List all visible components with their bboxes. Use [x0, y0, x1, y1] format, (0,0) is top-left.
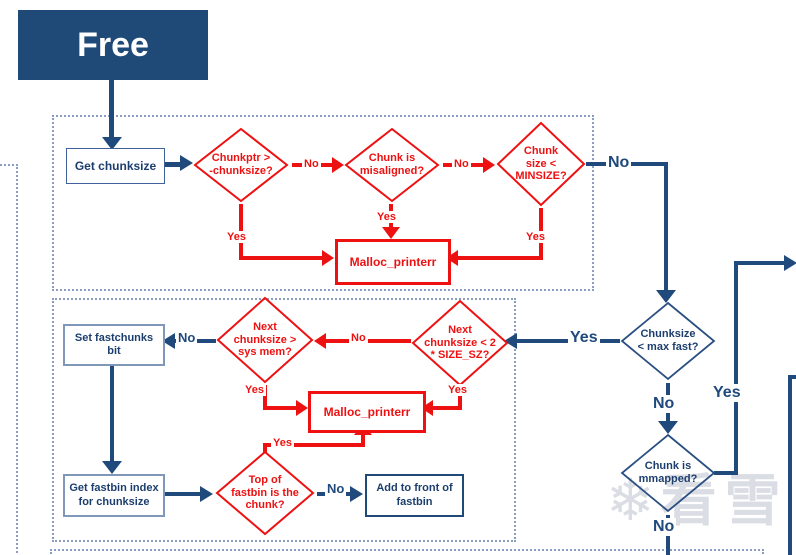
decision-next-chunksize-sysmem: Next chunksize > sys mem? [216, 296, 314, 384]
decision-label: Chunkptr > -chunksize? [209, 152, 273, 177]
decision-label: Chunk is misaligned? [359, 152, 425, 177]
edge-label-no: No [325, 481, 347, 497]
section-bottom-partial [50, 549, 764, 555]
edge-label-no: No [349, 332, 368, 345]
edge-label-yes: Yes [271, 437, 294, 450]
edge-label-no: No [176, 330, 198, 346]
edge-label-yes: Yes [568, 329, 600, 347]
arrowhead-left [162, 333, 175, 349]
edge-label-yes: Yes [375, 211, 398, 224]
edge-label-no: No [606, 154, 632, 172]
section-sanity-checks [52, 115, 594, 291]
decision-chunk-mmapped: Chunk is mmapped? [620, 433, 716, 513]
arrowhead-right [483, 157, 495, 173]
arrowhead-right [784, 255, 796, 271]
arrowhead-right [332, 157, 344, 173]
decision-label: Chunk size < MINSIZE? [515, 144, 567, 183]
process-get-fastbin-index: Get fastbin index for chunksize [63, 474, 165, 517]
decision-minsize: Chunk size < MINSIZE? [496, 121, 586, 207]
edge-label-no: No [651, 395, 677, 413]
arrowhead-down [102, 461, 122, 474]
process-label: Malloc_printerr [323, 404, 411, 419]
arrowhead-down [658, 421, 678, 434]
connector-free-to-getchunksize [109, 80, 114, 140]
connector-nextsizesz-yes-h [433, 406, 462, 410]
connector-nextsysmem-yes-h [263, 406, 297, 410]
connector-topfastbin-yes-v1 [263, 443, 267, 453]
decision-next-chunksize-sizesz: Next chunksize < 2 * SIZE_SZ? [411, 299, 509, 387]
connector-topfastbin-yes-h [263, 443, 363, 447]
connector-chunkptr-yes-h [239, 256, 323, 260]
free-title: Free [18, 10, 208, 80]
process-label: Get fastbin index for chunksize [69, 482, 159, 508]
edge-label-yes: Yes [446, 384, 469, 397]
decision-label: Top of fastbin is the chunk? [231, 473, 299, 512]
section-left-partial [0, 164, 18, 555]
edge-label-no: No [651, 518, 677, 536]
connector-topfastbin-yes-v2 [361, 434, 365, 447]
diamond-shape [496, 121, 586, 207]
decision-label: Next chunksize > sys mem? [233, 320, 297, 359]
decision-chunkptr: Chunkptr > -chunksize? [193, 127, 289, 203]
edge-label-no: No [302, 158, 321, 171]
process-label: Malloc_printerr [349, 254, 437, 269]
diamond-shape [215, 450, 315, 536]
decision-chunksize-maxfast: Chunksize < max fast? [620, 301, 716, 381]
snowflake-icon: ❄ [606, 468, 655, 533]
connector-nextsizesz-no [326, 339, 411, 343]
edge-label-yes: Yes [243, 384, 266, 397]
edge-label-yes: Yes [711, 384, 743, 402]
process-malloc-printerr-2: Malloc_printerr [308, 391, 426, 433]
edge-label-no: No [452, 158, 471, 171]
connector-mmapped-yes-h2 [736, 261, 786, 265]
connector-mmapped-yes-v [734, 261, 738, 475]
connector-right-elbow-v [788, 375, 792, 555]
process-malloc-printerr-1: Malloc_printerr [335, 239, 451, 285]
arrowhead-right [322, 250, 334, 266]
arrowhead-left [314, 333, 326, 349]
diamond-shape [620, 301, 716, 381]
arrowhead-down [102, 137, 122, 150]
connector-nextsysmem-yes-v [263, 385, 267, 410]
diamond-shape [193, 127, 289, 203]
connector-right-elbow-h [788, 375, 796, 379]
connector-mmapped-yes-h1 [714, 471, 736, 475]
connector-nextsizesz-yes-v [458, 388, 462, 410]
arrowhead-right [180, 155, 193, 171]
arrowhead-down [656, 290, 676, 303]
connector-getfastbin-to-topfastbin [163, 492, 201, 496]
edge-label-yes: Yes [225, 231, 248, 244]
connector-setfastchunks-to-getfastbin [110, 363, 114, 463]
arrowhead-left [504, 333, 517, 349]
edge-label-yes: Yes [524, 231, 547, 244]
process-label: Get chunksize [74, 158, 157, 173]
diamond-shape [620, 433, 716, 513]
decision-label: Next chunksize < 2 * SIZE_SZ? [424, 323, 496, 362]
diamond-shape [344, 127, 440, 203]
connector-minsize-yes-h [457, 256, 543, 260]
arrowhead-right [200, 486, 213, 502]
connector-minsize-no-v [664, 162, 668, 292]
process-add-to-front-of-fastbin: Add to front of fastbin [365, 474, 464, 517]
arrowhead-right [350, 486, 363, 502]
arrowhead-down [382, 227, 400, 239]
arrowhead-right [296, 400, 308, 416]
section-fastbin-path [52, 298, 516, 542]
free-title-label: Free [77, 25, 149, 64]
process-get-chunksize: Get chunksize [66, 148, 165, 184]
decision-label: Chunk is mmapped? [638, 460, 698, 485]
process-label: Set fastchunks bit [74, 331, 154, 357]
decision-misaligned: Chunk is misaligned? [344, 127, 440, 203]
process-set-fastchunks-bit: Set fastchunks bit [63, 324, 165, 366]
decision-top-of-fastbin: Top of fastbin is the chunk? [215, 450, 315, 536]
process-label: Add to front of fastbin [376, 482, 453, 508]
diamond-shape [216, 296, 314, 384]
connector-getchunksize-to-chunkptr [163, 162, 180, 167]
decision-label: Chunksize < max fast? [637, 328, 699, 353]
